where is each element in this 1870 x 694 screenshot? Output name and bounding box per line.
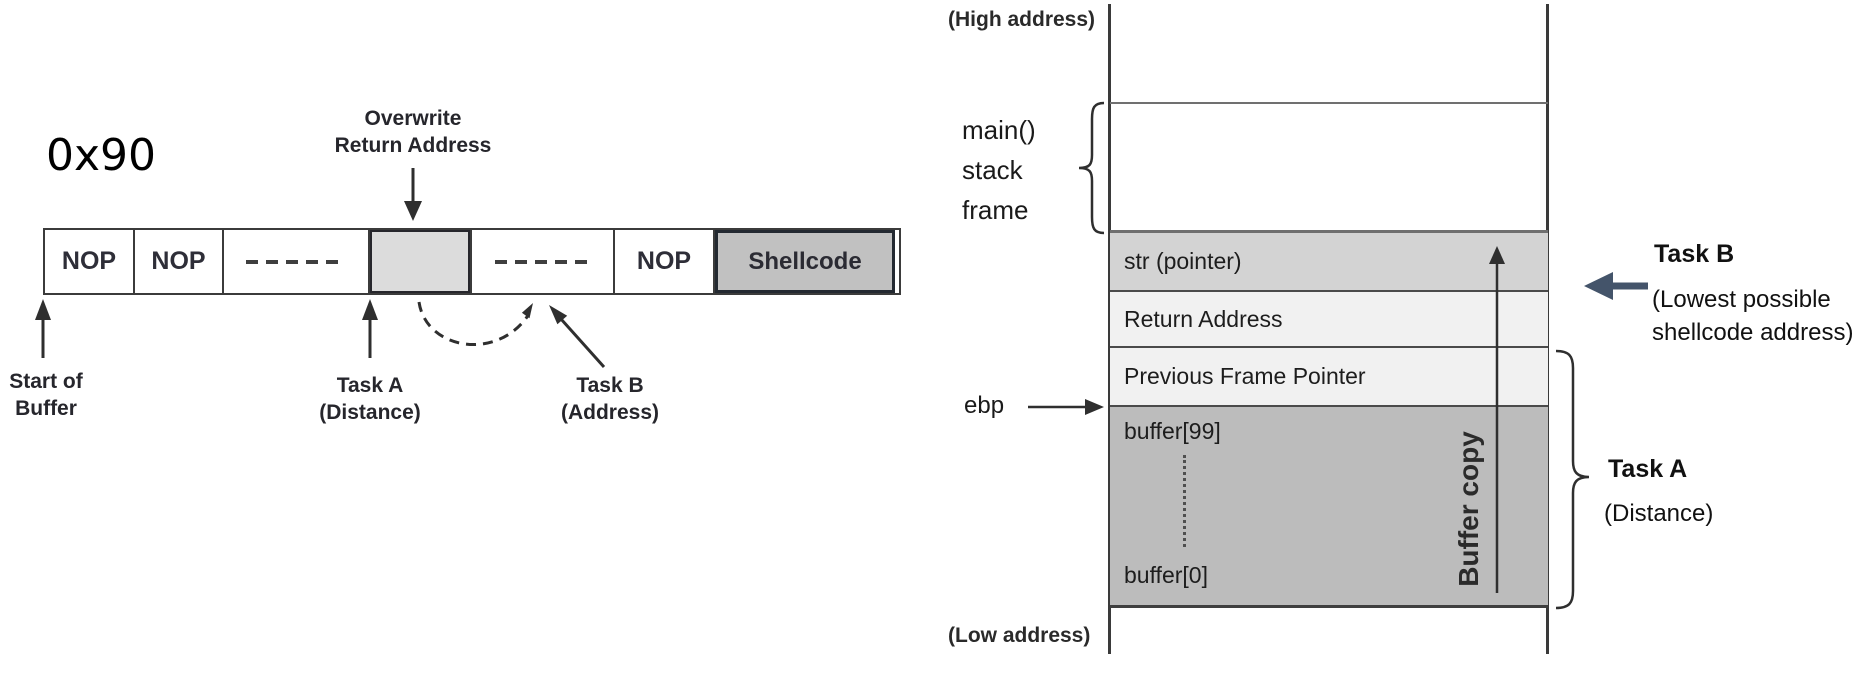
dashes-glyph (246, 259, 346, 264)
task-b-pointer-arrow (1584, 272, 1648, 300)
nop-sled-buffer-bar: NOP NOP NOP Shellcode (43, 228, 901, 295)
overwrite-return-address-label: Overwrite Return Address (334, 107, 492, 157)
nop-byte-value-label: 0x90 (46, 130, 157, 181)
cell-shellcode-label: Shellcode (748, 247, 862, 275)
cell-nop-2: NOP (135, 230, 224, 293)
return-address-label: Return Address (1124, 305, 1283, 332)
cell-filler-dashes-1 (224, 230, 370, 293)
buffer-ellipsis-dotted-line (1183, 455, 1186, 547)
stack-row-str-pointer: str (pointer) (1110, 230, 1548, 292)
ebp-label: ebp (964, 392, 1005, 419)
task-b-address-label: Task B (Address) (560, 374, 660, 424)
buffer-0-label: buffer[0] (1124, 562, 1208, 588)
overwrite-down-arrow (404, 168, 422, 221)
cell-filler-dashes-2 (472, 230, 615, 293)
cell-shellcode: Shellcode (715, 230, 895, 293)
task-a-subtitle: (Distance) (1604, 500, 1714, 527)
buffer-copy-label: Buffer copy (1453, 431, 1484, 587)
task-a-distance-label: Task A (Distance) (319, 374, 421, 424)
task-b-diagonal-arrow (549, 305, 606, 369)
high-address-label: (High address) (948, 8, 1096, 31)
str-pointer-label: str (pointer) (1124, 248, 1242, 274)
start-of-buffer-arrow (35, 299, 51, 358)
cell-nop-1-label: NOP (61, 247, 117, 275)
cell-nop-3-label: NOP (636, 247, 692, 275)
task-b-subtitle: (Lowest possible shellcode address) (1652, 286, 1854, 346)
stack-row-previous-frame-pointer: Previous Frame Pointer (1110, 348, 1548, 407)
main-frame-brace (1078, 101, 1105, 235)
ebp-arrow (1028, 399, 1104, 415)
previous-frame-pointer-label: Previous Frame Pointer (1124, 363, 1366, 389)
cell-overwritten-return-address (370, 230, 472, 293)
main-stack-frame-label: main() stack frame (962, 115, 1036, 225)
buffer-99-label: buffer[99] (1124, 418, 1221, 444)
low-address-label: (Low address) (948, 624, 1091, 647)
task-a-title: Task A (1608, 455, 1688, 483)
dashes-glyph (494, 259, 591, 264)
stack-left-border-line (1108, 4, 1111, 654)
task-a-brace (1555, 349, 1590, 610)
start-of-buffer-label: Start of Buffer (9, 370, 83, 420)
cell-nop-2-label: NOP (151, 247, 206, 275)
cell-nop-3: NOP (615, 230, 715, 293)
jump-arc-dashed-arrow (417, 301, 533, 347)
task-b-title: Task B (1654, 240, 1735, 268)
task-a-arrow (362, 299, 378, 358)
main-frame-top-line (1110, 102, 1548, 104)
cell-nop-1: NOP (45, 230, 135, 293)
stack-row-return-address: Return Address (1110, 292, 1548, 348)
